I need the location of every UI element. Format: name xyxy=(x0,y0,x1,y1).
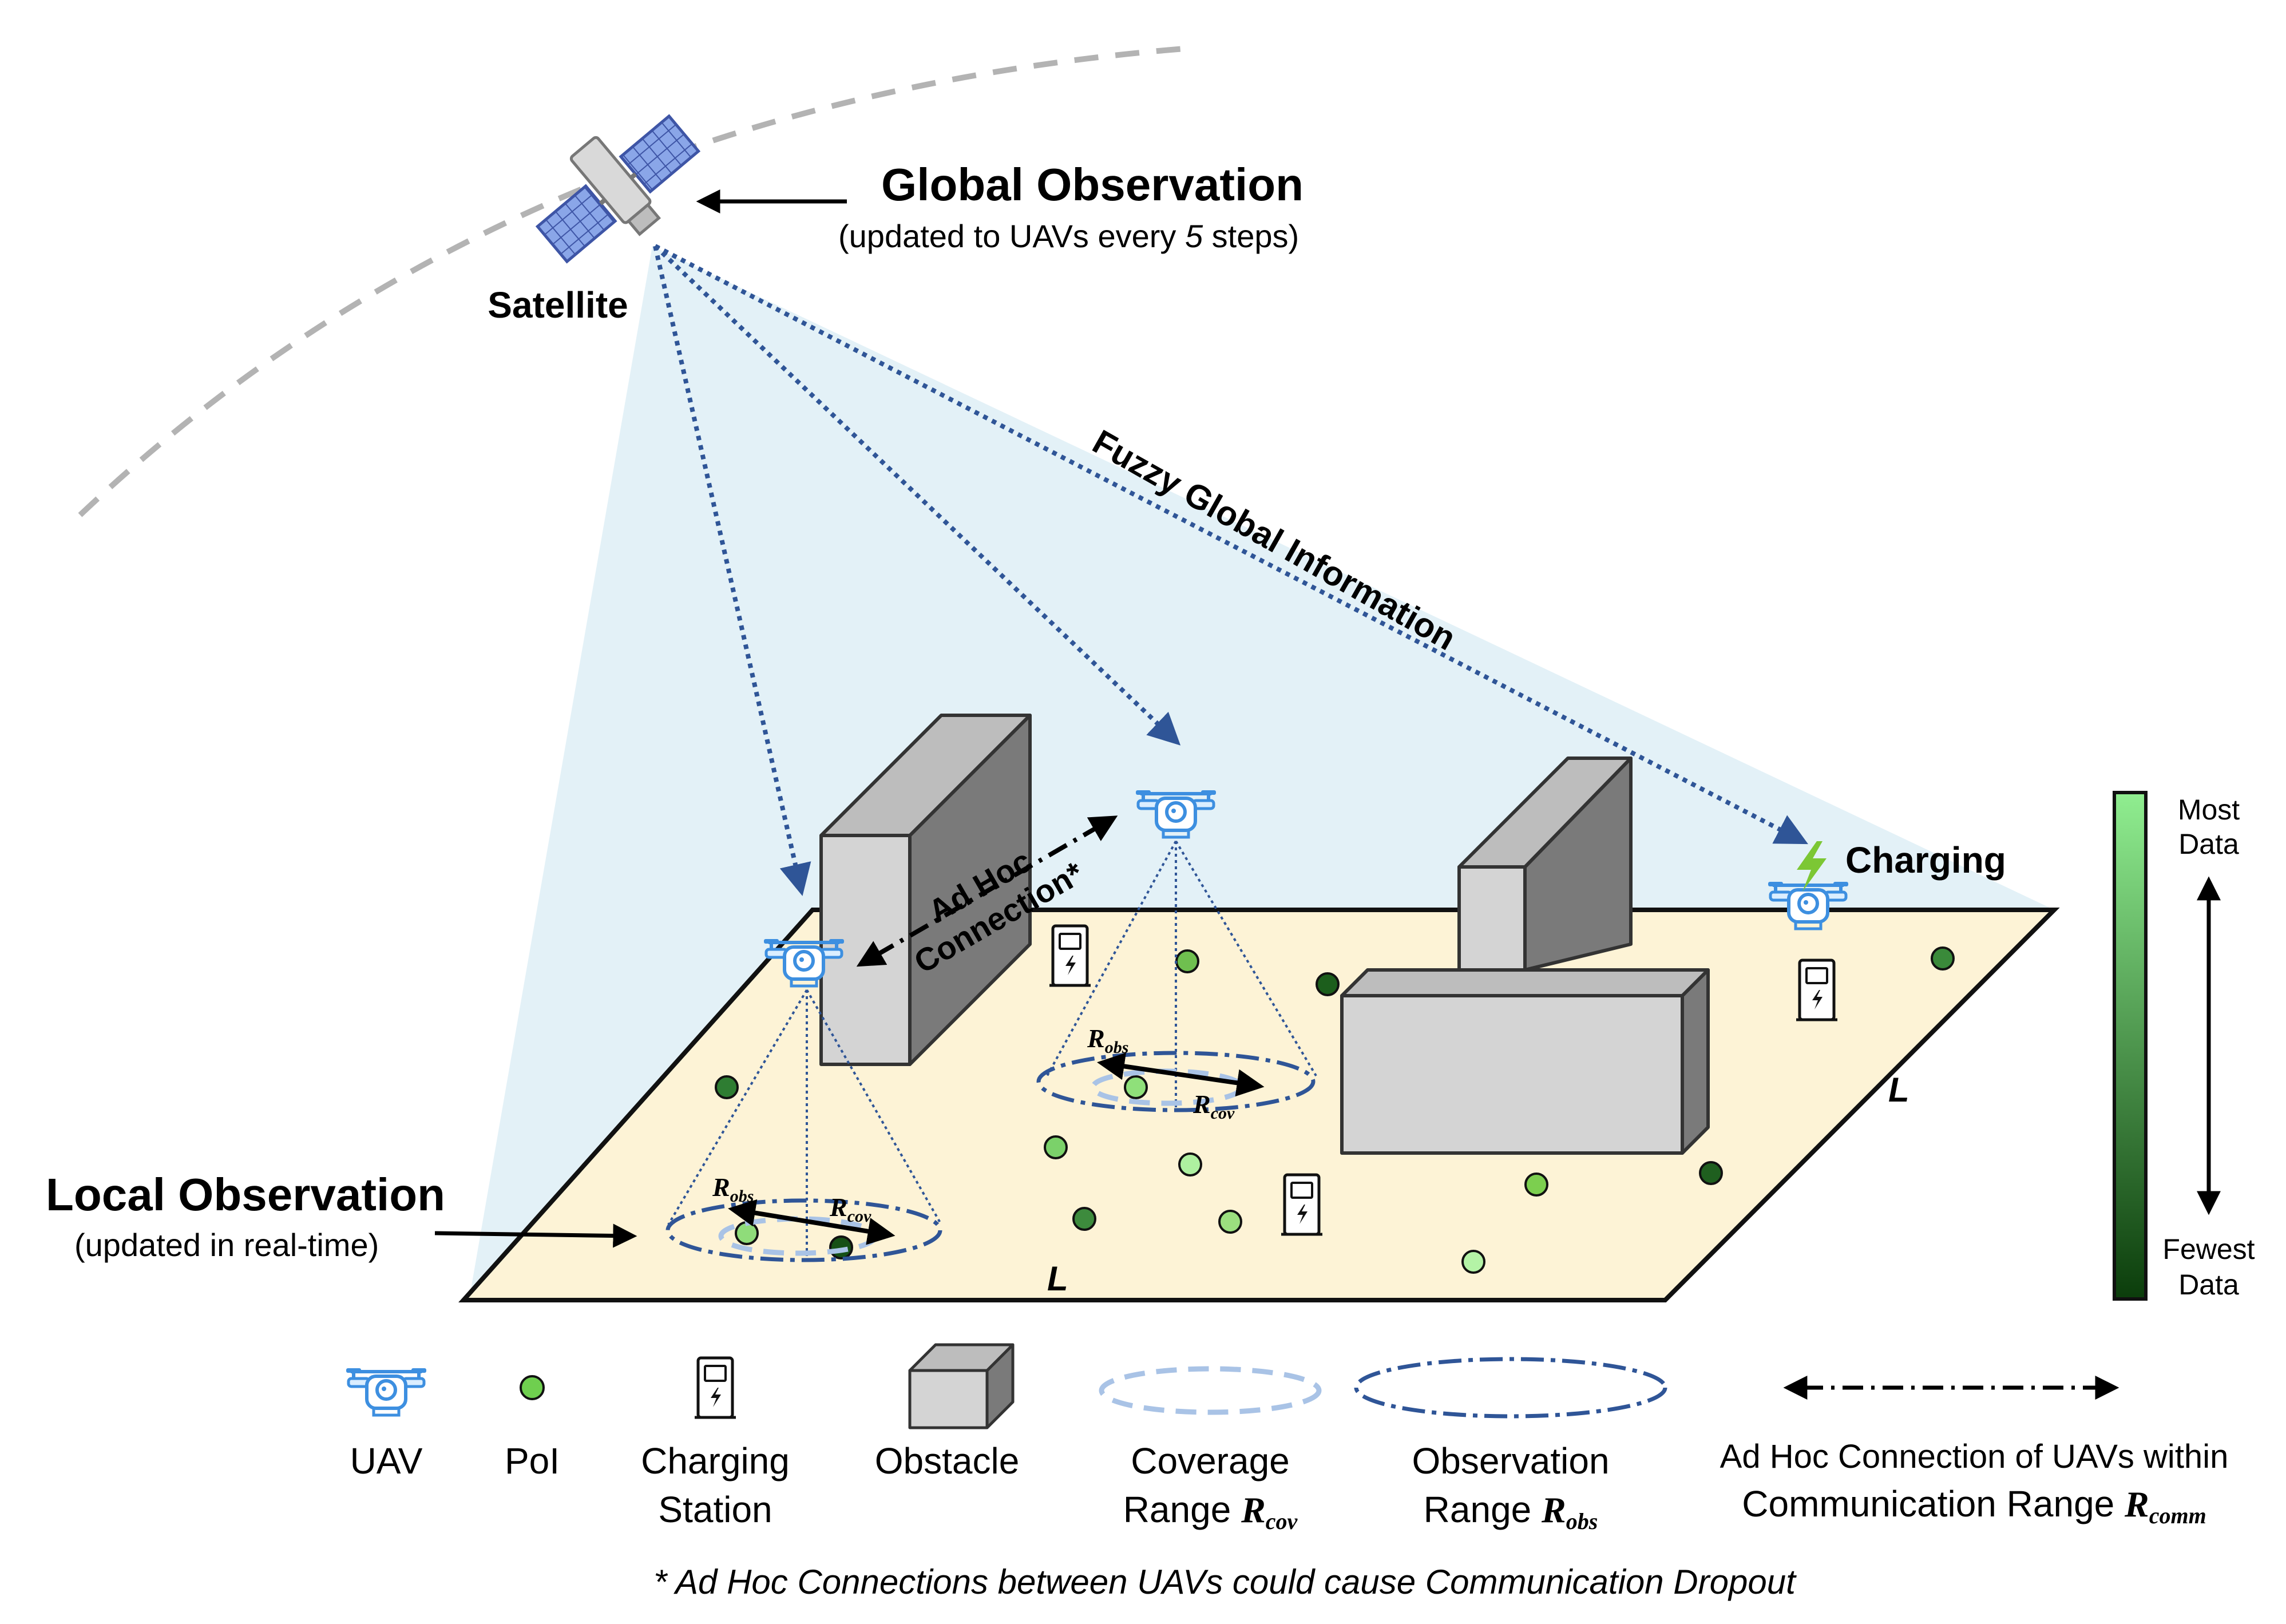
poi-icon xyxy=(1178,1152,1202,1177)
legend-poi-label: PoI xyxy=(505,1440,560,1482)
legend-adhoc-line1: Ad Hoc Connection of UAVs within xyxy=(1720,1438,2229,1475)
legend-observation-line1: Observation xyxy=(1412,1440,1609,1482)
legend-observation-icon xyxy=(1354,1357,1667,1419)
side-length-right: L xyxy=(1888,1071,1909,1109)
charging-label: Charging xyxy=(1845,839,2006,881)
orbit-path xyxy=(78,46,1185,517)
uav-2-rcov-label: Rcov xyxy=(1192,1090,1235,1123)
charging-station-icon xyxy=(1796,960,1837,1020)
local-observation-arrow xyxy=(434,1223,637,1248)
charging-station-icon xyxy=(695,1358,736,1417)
satellite-label: Satellite xyxy=(488,284,628,326)
poi-icon xyxy=(1175,949,1199,973)
adhoc-connection-line xyxy=(856,815,1118,967)
legend-charging-line2: Station xyxy=(658,1489,772,1530)
legend: UAV PoI Charging Station Obstacle Covera… xyxy=(346,1343,2229,1534)
poi-icon xyxy=(1524,1173,1548,1197)
uav-icon xyxy=(346,1368,426,1415)
local-observation-subtitle: (updated in real-time) xyxy=(74,1227,379,1263)
charging-station-icon xyxy=(1281,1175,1322,1234)
observation-beam xyxy=(469,246,2054,1299)
lightning-icon xyxy=(1797,841,1827,892)
footnote: * Ad Hoc Connections between UAVs could … xyxy=(653,1563,1797,1601)
poi-icon xyxy=(1072,1207,1096,1231)
poi-icon xyxy=(1218,1210,1242,1234)
colorbar-bottom-line1: Fewest xyxy=(2162,1233,2255,1265)
poi-icon xyxy=(715,1075,739,1099)
data-colorbar xyxy=(2113,791,2148,1301)
charging-station-icon xyxy=(1049,926,1091,985)
colorbar-top-line1: Most xyxy=(2178,794,2240,826)
uav-1-range-arrow xyxy=(728,1199,896,1245)
uav-1-robs-label: Robs xyxy=(712,1173,754,1206)
legend-adhoc-line2: Communication Range Rcomm xyxy=(1742,1483,2206,1528)
legend-observation-line2: Range Robs xyxy=(1424,1489,1598,1534)
poi-icon xyxy=(1316,972,1340,996)
satellite-icon xyxy=(535,114,701,264)
legend-charging-line1: Charging xyxy=(641,1440,790,1482)
satellite-links xyxy=(653,244,1808,896)
legend-uav-label: UAV xyxy=(350,1440,423,1482)
colorbar-top-line2: Data xyxy=(2178,828,2239,860)
legend-coverage-line1: Coverage xyxy=(1131,1440,1290,1482)
uav-1-rcov-label: Rcov xyxy=(829,1193,871,1226)
poi-icon xyxy=(520,1375,545,1400)
side-length-bottom: L xyxy=(1047,1259,1068,1298)
poi-icon xyxy=(1124,1075,1148,1099)
poi-icon xyxy=(1044,1135,1068,1159)
uav-2-robs-label: Robs xyxy=(1087,1024,1128,1057)
poi-icon xyxy=(829,1235,853,1259)
obstacle-block-3 xyxy=(1340,968,1710,1155)
obstacle-block-2 xyxy=(1457,756,1633,977)
legend-coverage-icon xyxy=(1099,1366,1322,1415)
colorbar-bottom-line2: Data xyxy=(2178,1269,2239,1301)
legend-coverage-line2: Range Rcov xyxy=(1123,1489,1298,1534)
obstacle-icon xyxy=(908,1343,1015,1429)
legend-obstacle-label: Obstacle xyxy=(875,1440,1020,1482)
global-observation-subtitle: (updated to UAVs every 5 steps) xyxy=(838,218,1299,254)
poi-icon xyxy=(1461,1250,1485,1274)
uav-2-range-arrow xyxy=(1097,1052,1265,1097)
poi-icon xyxy=(1931,946,1955,971)
local-observation-title: Local Observation xyxy=(46,1169,445,1220)
poi-icon xyxy=(1699,1161,1723,1185)
global-observation-title: Global Observation xyxy=(881,159,1304,210)
